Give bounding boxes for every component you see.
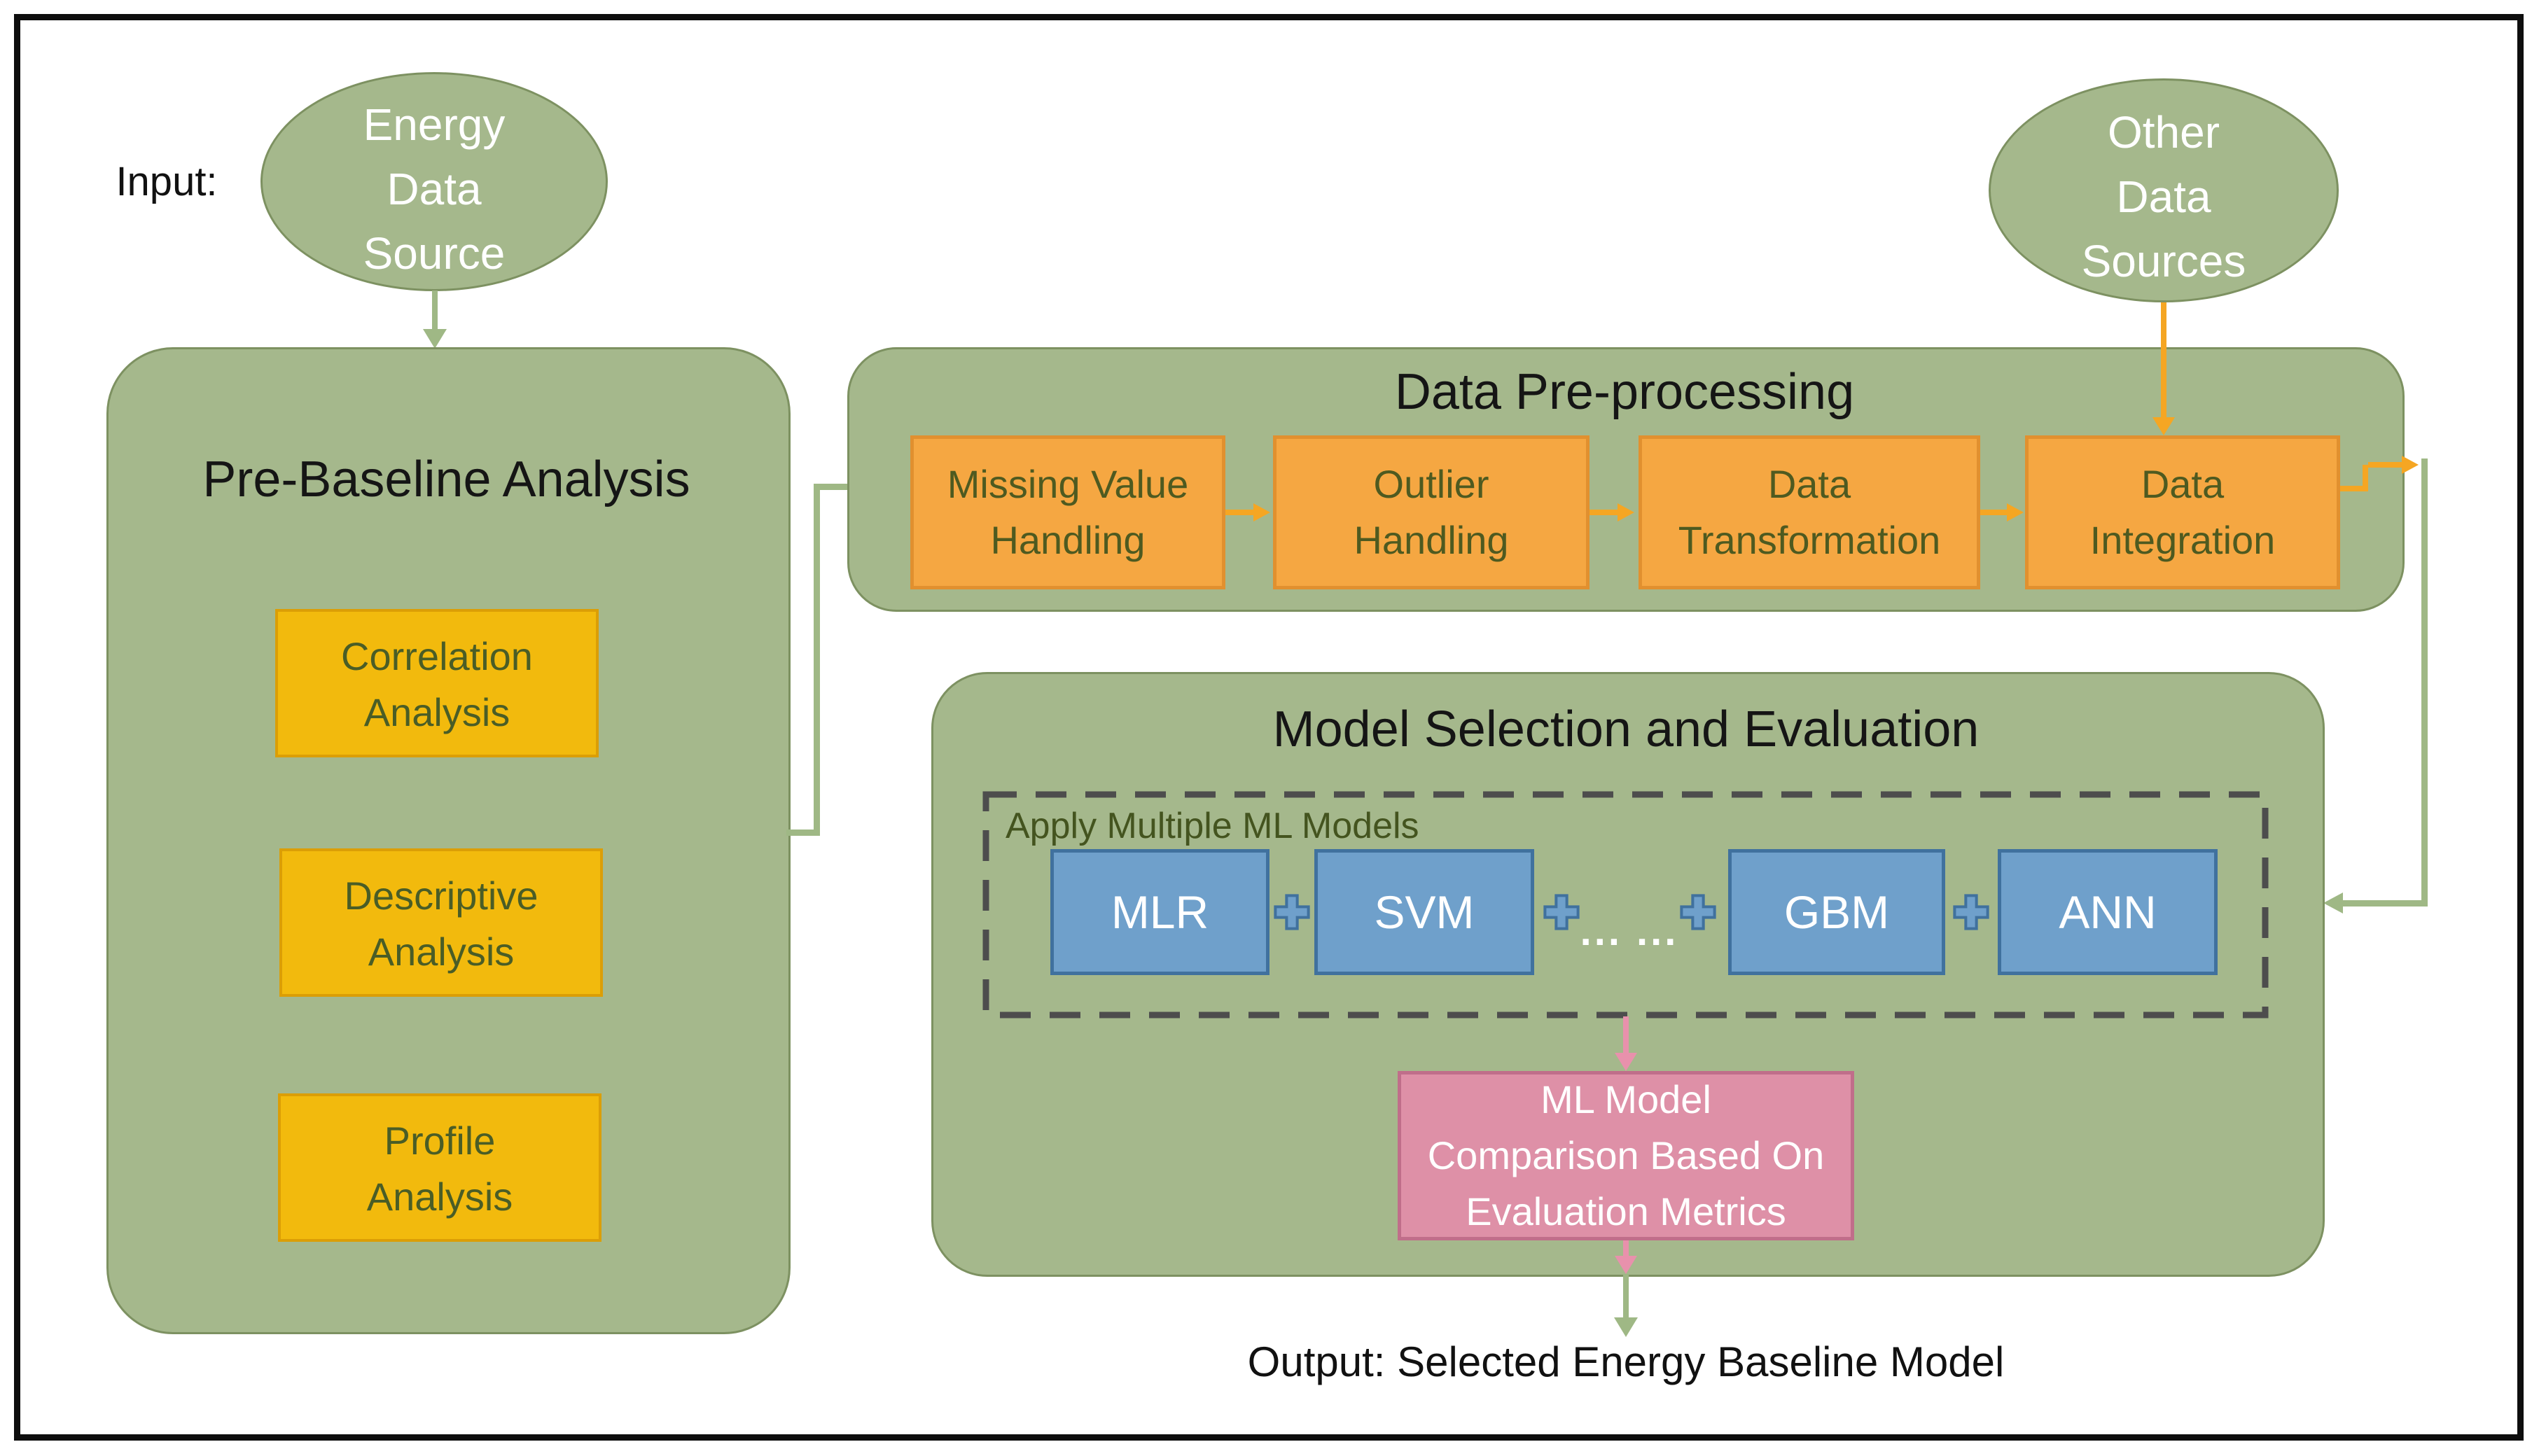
pre-baseline-title: Pre-Baseline Analysis	[202, 451, 690, 507]
comparison-line1: ML Model	[1540, 1077, 1711, 1121]
model-selection-title: Model Selection and Evaluation	[1272, 701, 1980, 757]
correlation-analysis-box: Correlation Analysis	[275, 609, 599, 757]
arrow-segment	[1623, 1240, 1629, 1257]
arrow-head-right-icon	[1253, 503, 1270, 522]
connector-segment	[2368, 462, 2403, 468]
descriptive-line1: Descriptive	[344, 874, 538, 918]
arrow-head-down-icon	[1614, 1317, 1638, 1337]
arrow-segment	[1590, 510, 1619, 515]
output-label: Output: Selected Energy Baseline Model	[1247, 1338, 2005, 1385]
energy-ellipse-line3: Source	[363, 228, 506, 279]
connector-segment	[814, 484, 820, 836]
more-models-ellipsis: ... ...	[1580, 909, 1679, 954]
plus-icon	[1274, 894, 1310, 930]
arrow-segment	[2161, 302, 2166, 419]
plus-icon	[1953, 894, 1989, 930]
model-box-ann: ANN	[1998, 849, 2218, 975]
apply-models-label: Apply Multiple ML Models	[1006, 806, 1419, 846]
arrow-head-down-icon	[1615, 1256, 1637, 1274]
other-ellipse-line3: Sources	[2081, 236, 2246, 286]
descriptive-line2: Analysis	[368, 930, 515, 974]
profile-line2: Analysis	[366, 1175, 513, 1219]
ml-model-comparison-box: ML Model Comparison Based On Evaluation …	[1398, 1071, 1854, 1240]
arrow-segment	[1623, 1274, 1629, 1319]
arrow-head-down-icon	[1615, 1053, 1637, 1071]
arrow-head-right-icon	[2007, 503, 2024, 522]
transform-line1: Data	[1767, 462, 1851, 506]
connector-segment	[814, 484, 863, 490]
profile-analysis-box: Profile Analysis	[278, 1093, 601, 1242]
connector-segment	[2340, 486, 2368, 491]
pre-processing-title: Data Pre-processing	[1394, 364, 1855, 420]
arrow-head-right-icon	[2402, 456, 2419, 474]
energy-ellipse-line1: Energy	[363, 99, 506, 150]
model-box-gbm: GBM	[1728, 849, 1945, 975]
outlier-line2: Handling	[1354, 518, 1509, 562]
arrow-segment	[1623, 1016, 1629, 1054]
model-box-svm: SVM	[1314, 849, 1534, 975]
arrow-head-right-icon	[1618, 503, 1634, 522]
arrow-head-down-icon	[2152, 417, 2175, 435]
arrow-head-down-icon	[423, 329, 447, 349]
plus-icon	[1543, 894, 1580, 930]
comparison-line3: Evaluation Metrics	[1466, 1189, 1786, 1233]
outlier-handling-box: Outlier Handling	[1273, 435, 1590, 589]
other-data-sources-ellipse: Other Data Sources	[1989, 78, 2339, 302]
connector-segment	[786, 830, 820, 836]
transform-line2: Transformation	[1678, 518, 1941, 562]
energy-ellipse-line2: Data	[387, 164, 482, 214]
other-ellipse-line1: Other	[2107, 107, 2220, 158]
data-integration-box: Data Integration	[2025, 435, 2340, 589]
arrow-segment	[1225, 510, 1255, 515]
data-transformation-box: Data Transformation	[1639, 435, 1980, 589]
input-label: Input:	[116, 159, 218, 204]
correlation-line2: Analysis	[363, 690, 510, 734]
model-box-mlr: MLR	[1050, 849, 1270, 975]
correlation-line1: Correlation	[341, 634, 533, 678]
integration-line2: Integration	[2089, 518, 2276, 562]
connector-segment	[2363, 465, 2368, 491]
mvh-line2: Handling	[990, 518, 1146, 562]
mvh-line1: Missing Value	[947, 462, 1189, 506]
apply-models-dashed-box	[982, 791, 2269, 1018]
arrow-segment	[1980, 510, 2010, 515]
integration-line1: Data	[2141, 462, 2225, 506]
outer-frame	[14, 14, 2524, 1441]
other-ellipse-line2: Data	[2116, 172, 2211, 222]
plus-icon	[1680, 894, 1716, 930]
outlier-line1: Outlier	[1373, 462, 1489, 506]
arrow-head-left-icon	[2323, 892, 2343, 913]
missing-value-handling-box: Missing Value Handling	[910, 435, 1225, 589]
arrow-segment	[432, 290, 438, 330]
descriptive-analysis-box: Descriptive Analysis	[279, 848, 603, 997]
connector-segment	[2421, 458, 2428, 906]
connector-segment	[2343, 900, 2428, 906]
comparison-line2: Comparison Based On	[1427, 1133, 1825, 1177]
energy-data-source-ellipse: Energy Data Source	[260, 72, 608, 291]
profile-line1: Profile	[384, 1119, 496, 1163]
